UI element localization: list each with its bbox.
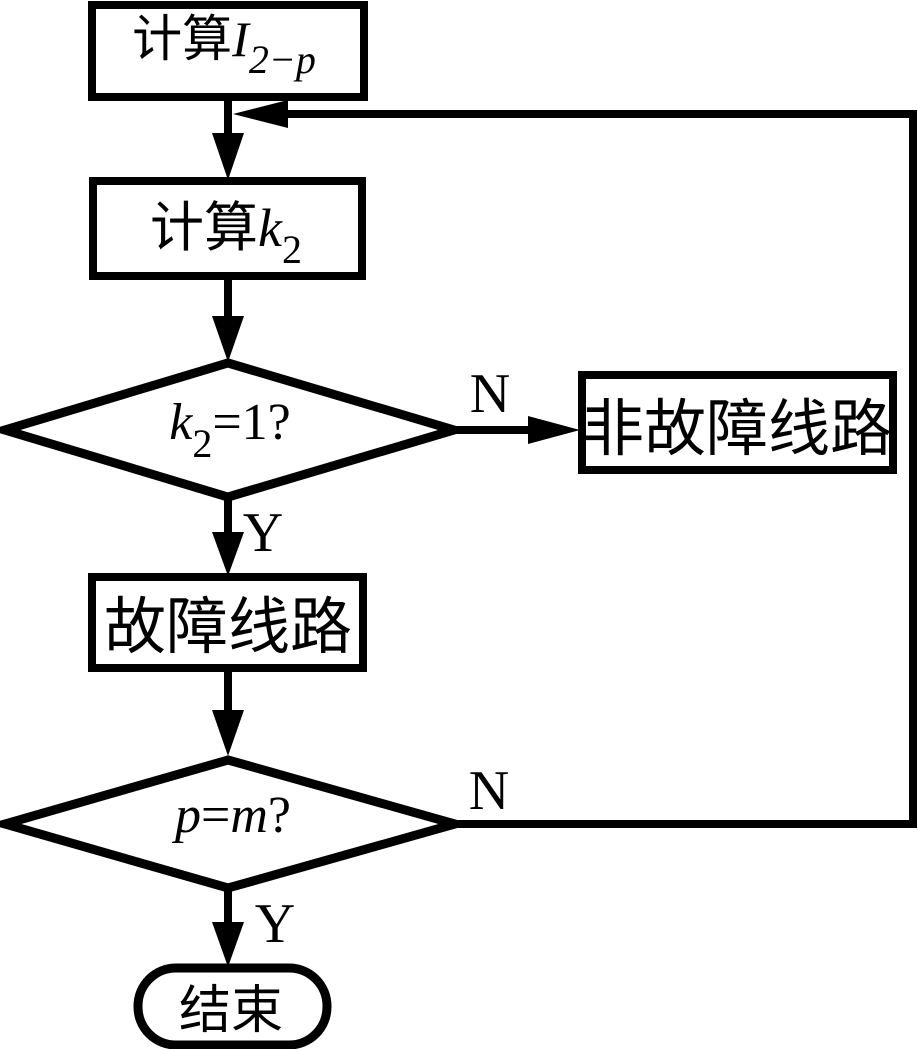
- terminal-end: [133, 963, 332, 1049]
- decision-pm-var1: p: [171, 787, 201, 844]
- branch-label-decision-p-no: N: [469, 760, 509, 822]
- decision-diamond-k2: [0, 358, 470, 502]
- arrowhead-into-calc-k: [212, 133, 244, 180]
- arrowhead-into-decision-p: [212, 710, 244, 756]
- process-box-fault-line: [88, 573, 367, 672]
- arrowhead-into-fault: [212, 532, 244, 576]
- calc-i2p-subscript: 2−p: [249, 37, 316, 82]
- arrowhead-into-nonfault: [528, 416, 580, 444]
- decision-k2-subscript: 2: [192, 421, 212, 466]
- branch-label-decision-p-yes: Y: [255, 893, 295, 955]
- arrowhead-into-decision-k: [212, 316, 244, 362]
- decision-diamond-pm-label: p=m?: [171, 787, 291, 844]
- process-box-nonfault-line: [578, 371, 897, 474]
- branch-label-decision-k-yes: Y: [243, 502, 283, 564]
- calc-i2p-var: I: [231, 11, 251, 67]
- decision-k2-var: k: [169, 394, 193, 451]
- branch-label-decision-k-no: N: [470, 363, 510, 425]
- calc-k2-subscript: 2: [282, 227, 302, 272]
- process-box-nonfault-line-label: 非故障线路: [582, 396, 892, 464]
- decision-pm-equals: =: [201, 787, 230, 844]
- decision-diamond-k2-label: k2=1?: [169, 394, 291, 466]
- calc-i2p-prefix: 计算: [132, 11, 232, 67]
- process-box-calc-k2-label: 计算k2: [150, 198, 302, 272]
- calc-k2-prefix: 计算: [150, 198, 258, 258]
- process-box-fault-line-label: 故障线路: [104, 594, 352, 662]
- arrowhead-loopback-left: [233, 100, 288, 128]
- terminal-end-label: 结束: [179, 983, 283, 1040]
- decision-diamond-pm: [0, 755, 472, 893]
- arrowhead-into-end: [212, 922, 244, 967]
- process-box-calc-k2: [89, 177, 366, 280]
- decision-pm-var2: m: [230, 787, 268, 844]
- decision-pm-question: ?: [268, 787, 291, 844]
- loopback-connector: [286, 110, 917, 828]
- process-box-calc-i2p: [88, 1, 368, 101]
- decision-k2-condition: =1?: [212, 394, 290, 451]
- process-box-calc-i2p-label: 计算I2−p: [132, 11, 316, 82]
- calc-k2-var: k: [258, 198, 283, 258]
